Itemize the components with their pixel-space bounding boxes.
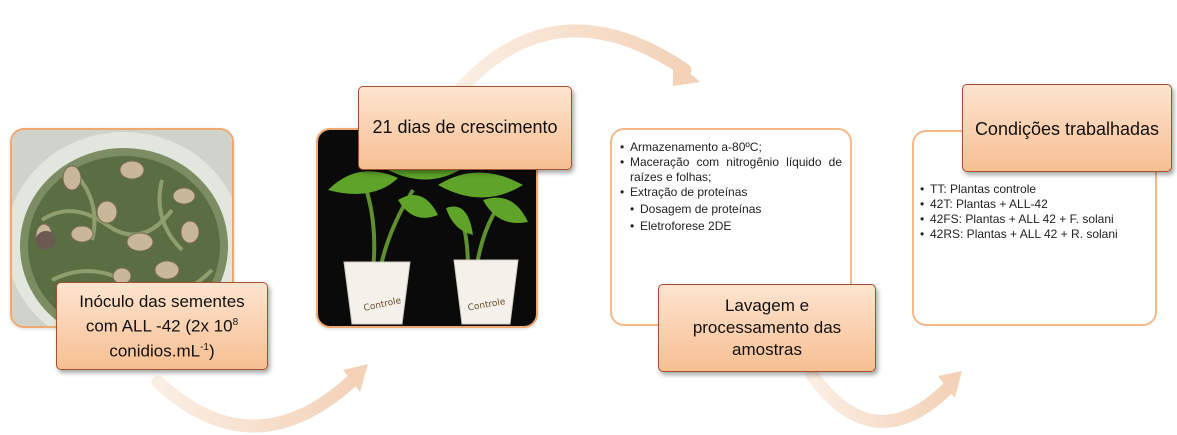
conditions-list: TT: Plantas controle 42T: Plantas + ALL-…: [920, 182, 1147, 242]
step3-label-text: Lavagem e processamento das amostras: [692, 296, 842, 359]
processing-substep: Eletroforese 2DE: [630, 219, 842, 234]
arrow-step2-to-step3: [451, 24, 700, 99]
step1-label-close-paren: ): [208, 341, 215, 361]
condition-item: 42FS: Plantas + ALL 42 + F. solani: [920, 212, 1147, 227]
step1-label-unit-exponent: -1: [200, 341, 209, 353]
step1-label: Inóculo das sementes com ALL -42 (2x 108…: [56, 282, 268, 370]
step1-label-line3-text: conidios.mL: [109, 341, 201, 361]
processing-steps-list: Armazenamento a-80ºC; Maceração com nitr…: [620, 140, 842, 234]
condition-item: 42T: Plantas + ALL-42: [920, 197, 1147, 212]
processing-step: Extração de proteínas: [620, 185, 842, 200]
condition-item: 42RS: Plantas + ALL 42 + R. solani: [920, 227, 1147, 242]
step4-label: Condições trabalhadas: [962, 84, 1172, 172]
processing-substep: Dosagem de proteínas: [630, 202, 842, 217]
step1-label-line3: conidios.mL-1): [109, 337, 214, 362]
step4-label-text: Condições trabalhadas: [974, 119, 1160, 139]
step1-label-line2-text: com ALL -42 (2x 10: [85, 316, 233, 336]
step1-label-line1: Inóculo das sementes: [79, 291, 245, 311]
step3-label: Lavagem e processamento das amostras: [658, 284, 876, 372]
step1-label-exponent: 8: [232, 316, 239, 328]
processing-step: Maceração com nitrogênio líquido de raíz…: [620, 155, 842, 185]
step2-label: 21 dias de crescimento: [358, 86, 572, 170]
processing-step: Armazenamento a-80ºC;: [620, 140, 842, 155]
step1-label-line2: com ALL -42 (2x 108: [86, 312, 238, 337]
arrow-step3-to-step4: [805, 368, 962, 428]
arrow-step1-to-step2: [151, 364, 368, 433]
condition-item: TT: Plantas controle: [920, 182, 1147, 197]
step2-label-text: 21 dias de crescimento: [372, 117, 558, 137]
